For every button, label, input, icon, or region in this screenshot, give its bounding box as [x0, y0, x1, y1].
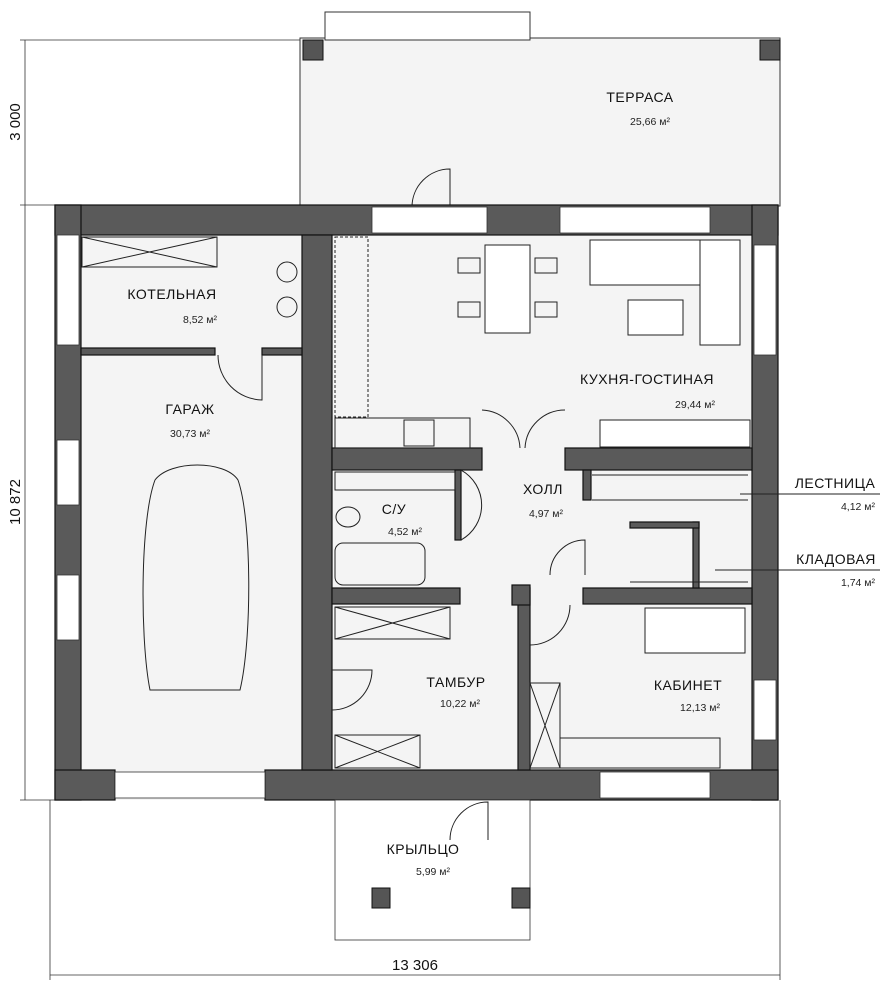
room-name-hall: ХОЛЛ [523, 481, 563, 497]
room-name-terrace: ТЕРРАСА [606, 89, 673, 105]
furniture [81, 236, 880, 841]
room-labels: ТЕРРАСА 25,66 м² КОТЕЛЬНАЯ 8,52 м² ГАРАЖ… [127, 89, 876, 878]
room-name-garage: ГАРАЖ [165, 401, 214, 417]
room-name-bathroom: С/У [382, 501, 406, 517]
room-area-garage: 30,73 м² [170, 428, 210, 440]
room-area-boiler: 8,52 м² [183, 314, 218, 326]
windows [56, 206, 777, 941]
room-name-boiler: КОТЕЛЬНАЯ [127, 286, 216, 302]
room-area-hall: 4,97 м² [529, 508, 564, 520]
dimension-house-width: 13 306 [392, 957, 438, 974]
room-area-kitchen: 29,44 м² [675, 399, 715, 411]
room-name-study: КАБИНЕТ [654, 677, 722, 693]
room-name-storage: КЛАДОВАЯ [796, 551, 876, 567]
room-name-stairs: ЛЕСТНИЦА [795, 475, 876, 491]
dimension-terrace-depth: 3 000 [7, 103, 24, 141]
room-name-porch: КРЫЛЬЦО [387, 841, 460, 857]
room-area-stairs: 4,12 м² [841, 501, 876, 513]
porch-post-right [511, 887, 531, 909]
room-area-storage: 1,74 м² [841, 577, 876, 589]
room-name-kitchen: КУХНЯ-ГОСТИНАЯ [580, 371, 714, 387]
room-area-porch: 5,99 м² [416, 866, 451, 878]
terrace [299, 11, 781, 208]
porch-post-left [371, 887, 391, 909]
room-name-vestibule: ТАМБУР [426, 674, 485, 690]
room-area-study: 12,13 м² [680, 702, 720, 714]
dimension-house-depth: 10 872 [7, 479, 24, 525]
dimension-lines [20, 39, 781, 980]
room-area-bathroom: 4,52 м² [388, 526, 423, 538]
room-area-vestibule: 10,22 м² [440, 698, 480, 710]
room-area-terrace: 25,66 м² [630, 116, 670, 128]
